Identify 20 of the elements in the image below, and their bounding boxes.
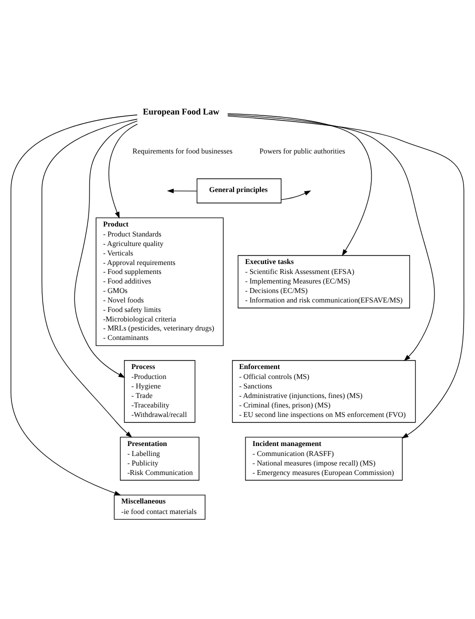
arrow — [227, 112, 372, 256]
node-box: Executive tasks - Scientific Risk Assessment (EFSA) - Implementing Measures (EC/MS) - Decisions (EC/MS) - Information and risk communication(EFSAVE/MS) — [238, 254, 410, 308]
node-box: Incident management - Communication (RASFF) - National measures (impose recall) (MS) - Emergency measures (European Commission) — [245, 436, 403, 480]
arrow — [42, 118, 138, 438]
arrow — [108, 123, 138, 218]
node-box: Product - Product Standards - Agriculture quality - Verticals - Approval requirements - Food supplements - Food additives - GMOs - Novel foods - Food safety limits -Microbiological criteria - MRLs (pesticides, veterinary drugs) - Contaminants — [96, 216, 224, 346]
arrow — [10, 114, 138, 495]
arrow — [227, 115, 464, 438]
node-text: European Food Law — [142, 106, 220, 116]
node-box: Presentation - Labelling - Publicity -Risk Communication — [120, 436, 200, 480]
arrow — [280, 190, 312, 200]
arrow — [227, 114, 435, 361]
label: Powers for public authorities — [260, 146, 346, 156]
node-box: Enforcement - Official controls (MS) - Sanctions - Administrative (injunctions, fines) (MS) - Criminal (fines, prison) (MS) - EU second line inspections on MS enforcement (FVO) — [232, 360, 416, 422]
node-box: General principles — [196, 178, 282, 203]
label: Requirements for food businesses — [132, 146, 233, 156]
arrow — [74, 120, 138, 378]
arrow — [167, 188, 198, 193]
node-box: Miscellaneous -ie food contact materials — [114, 494, 206, 520]
node-box: Process -Production - Hygiene - Trade -Traceability -Withdrawal/recall — [124, 360, 196, 422]
